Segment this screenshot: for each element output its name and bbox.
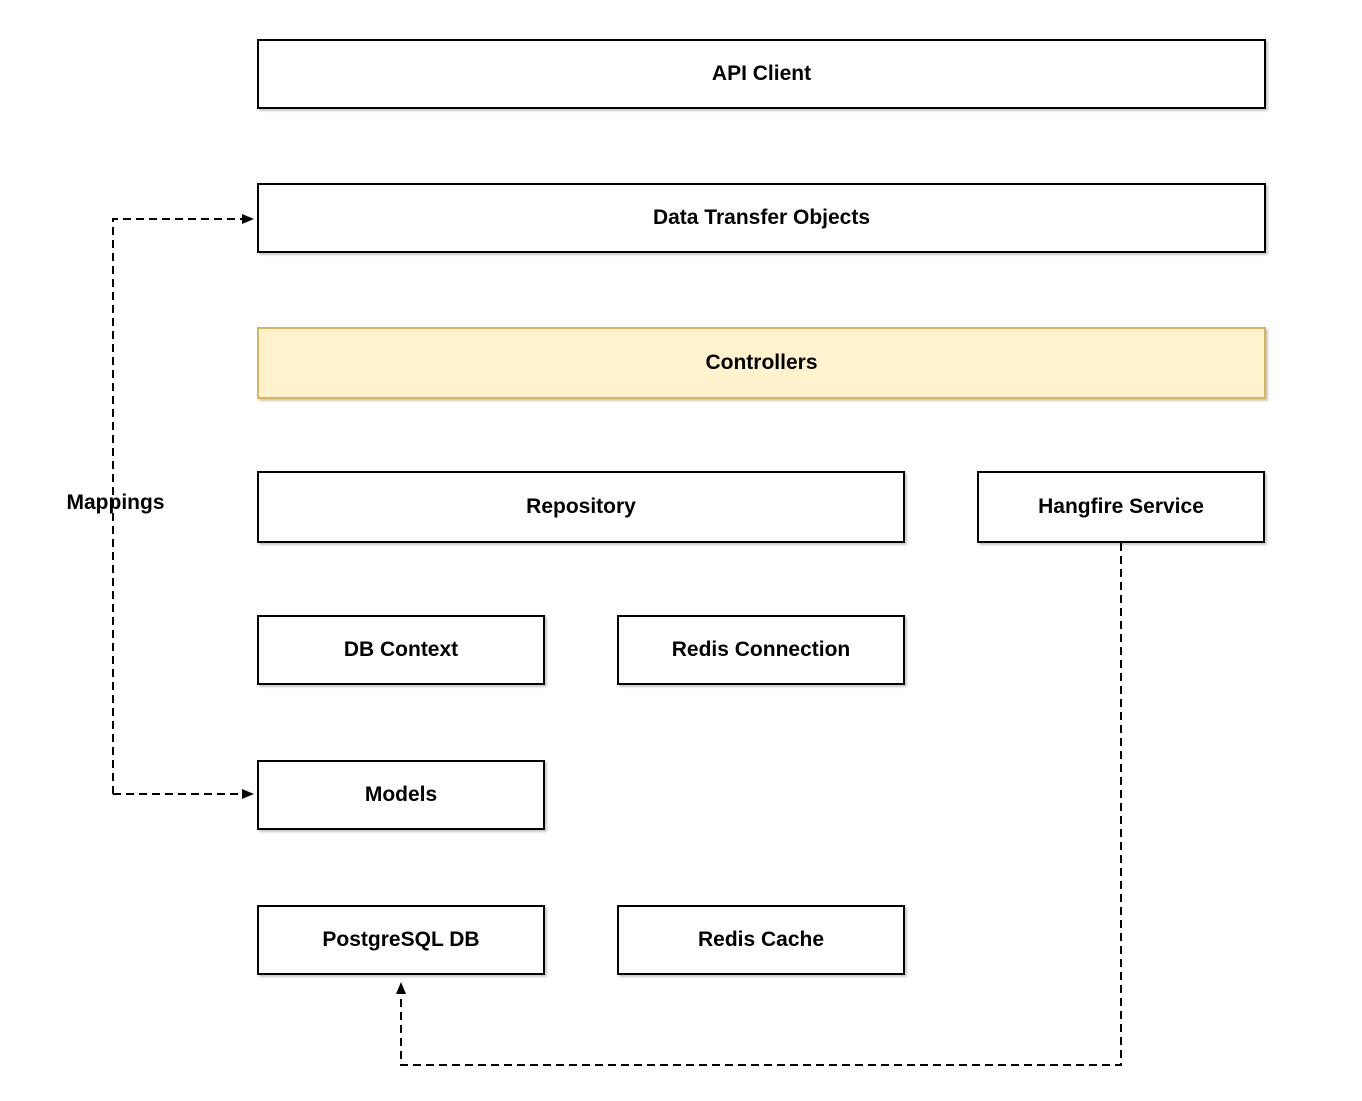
node-repository: Repository — [257, 471, 905, 543]
node-redis-connection-label: Redis Connection — [671, 638, 851, 662]
node-db-context: DB Context — [257, 615, 545, 685]
node-postgresql-db-label: PostgreSQL DB — [322, 928, 480, 952]
node-data-transfer-objects-label: Data Transfer Objects — [652, 206, 871, 230]
node-postgresql-db: PostgreSQL DB — [257, 905, 545, 975]
node-api-client-label: API Client — [711, 62, 812, 86]
node-redis-connection: Redis Connection — [617, 615, 905, 685]
node-controllers: Controllers — [257, 327, 1266, 399]
node-hangfire-service-label: Hangfire Service — [1038, 495, 1204, 519]
node-models-label: Models — [364, 783, 438, 807]
edge-hangfire-to-postgresql — [396, 543, 1122, 1066]
node-controllers-label: Controllers — [705, 351, 818, 375]
node-api-client: API Client — [257, 39, 1266, 109]
edge-label-mappings: Mappings — [66, 491, 165, 514]
node-data-transfer-objects: Data Transfer Objects — [257, 183, 1266, 253]
edge-mappings-to-dto — [112, 214, 254, 794]
node-db-context-label: DB Context — [343, 638, 459, 662]
node-models: Models — [257, 760, 545, 830]
node-redis-cache-label: Redis Cache — [697, 928, 825, 952]
node-repository-label: Repository — [526, 495, 636, 519]
node-hangfire-service: Hangfire Service — [977, 471, 1265, 543]
node-redis-cache: Redis Cache — [617, 905, 905, 975]
